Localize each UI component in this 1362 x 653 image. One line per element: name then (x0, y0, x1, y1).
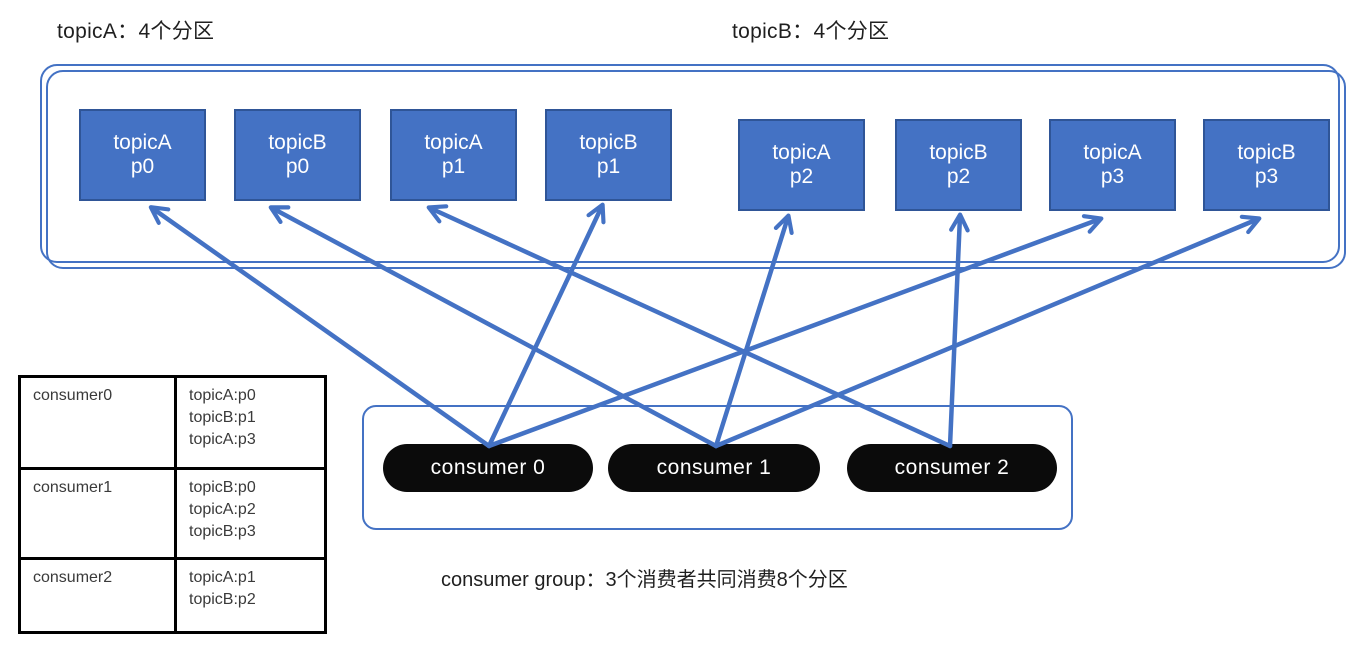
assigned-partition: topicA:p3 (189, 431, 256, 449)
partition-id-label: p0 (285, 155, 310, 178)
partition-topic-label: topicB (1237, 140, 1296, 164)
partition-id-label: p2 (946, 165, 971, 188)
partition-topic-label: topicA (772, 140, 831, 164)
assigned-partitions-cell: topicA:p0 topicB:p1 topicA:p3 (177, 378, 324, 467)
partition-box-topicB-p0: topicB p0 (234, 109, 361, 201)
assigned-partitions-cell: topicA:p1 topicB:p2 (177, 557, 324, 631)
partition-id-label: p2 (789, 165, 814, 188)
topic-b-title: topicB：4个分区 (732, 20, 890, 43)
assigned-partition: topicB:p2 (189, 591, 256, 609)
assigned-partitions-cell: topicB:p0 topicA:p2 topicB:p3 (177, 467, 324, 557)
partition-topic-label: topicB (929, 140, 988, 164)
partition-topic-label: topicA (113, 130, 172, 154)
partition-id-label: p3 (1254, 165, 1279, 188)
consumer-name-cell: consumer2 (21, 557, 177, 631)
partition-box-topicB-p3: topicB p3 (1203, 119, 1330, 211)
consumer-label: consumer 1 (656, 456, 772, 479)
assigned-partition: topicB:p3 (189, 523, 256, 541)
partition-box-topicA-p0: topicA p0 (79, 109, 206, 201)
partition-box-topicA-p1: topicA p1 (390, 109, 517, 201)
consumer-group-caption: consumer group：3个消费者共同消费8个分区 (441, 569, 848, 591)
consumer-pill-1: consumer 1 (608, 444, 820, 492)
consumer-pill-2: consumer 2 (847, 444, 1057, 492)
partition-box-topicB-p2: topicB p2 (895, 119, 1022, 211)
partition-box-topicA-p2: topicA p2 (738, 119, 865, 211)
consumer-pill-0: consumer 0 (383, 444, 593, 492)
consumer-name-cell: consumer0 (21, 378, 177, 467)
consumer-name-cell: consumer1 (21, 467, 177, 557)
partition-topic-label: topicB (268, 130, 327, 154)
assigned-partition: topicB:p1 (189, 409, 256, 427)
partition-topic-label: topicA (424, 130, 483, 154)
partition-topic-label: topicA (1083, 140, 1142, 164)
assigned-partition: topicA:p1 (189, 569, 256, 586)
topic-a-title: topicA：4个分区 (57, 20, 215, 43)
assigned-partition: topicB:p0 (189, 479, 256, 496)
partition-id-label: p1 (596, 155, 621, 178)
partition-id-label: p1 (441, 155, 466, 178)
partition-id-label: p0 (130, 155, 155, 178)
partition-topic-label: topicB (579, 130, 638, 154)
partition-id-label: p3 (1100, 165, 1125, 188)
consumer-label: consumer 0 (430, 456, 546, 479)
assigned-partition: topicA:p0 (189, 387, 256, 404)
partition-box-topicA-p3: topicA p3 (1049, 119, 1176, 211)
consumer-label: consumer 2 (894, 456, 1010, 479)
assignment-table: consumer0 topicA:p0 topicB:p1 topicA:p3 … (18, 375, 327, 634)
assigned-partition: topicA:p2 (189, 501, 256, 519)
partition-box-topicB-p1: topicB p1 (545, 109, 672, 201)
